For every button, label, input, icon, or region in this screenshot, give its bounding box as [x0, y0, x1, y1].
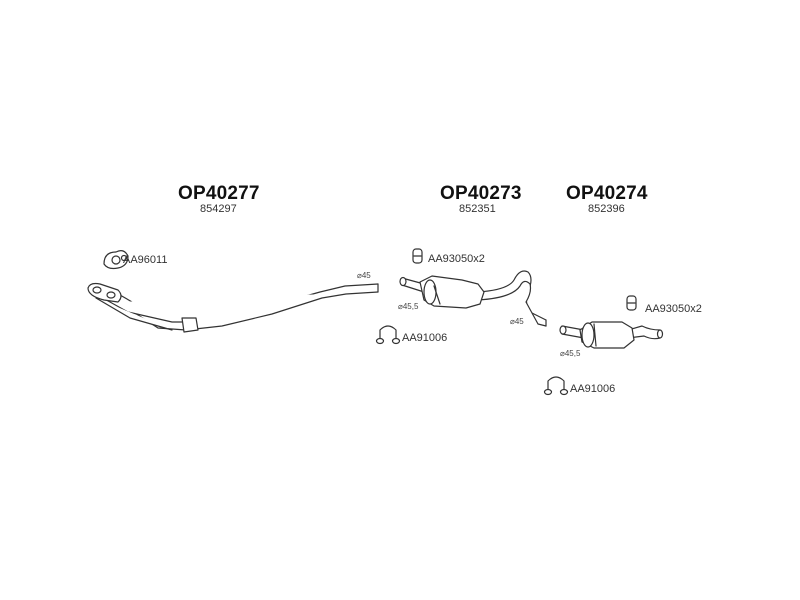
ref-number-854297: 854297	[200, 203, 237, 215]
clamp-label-2: AA91006	[570, 383, 616, 395]
part-number-op40277: OP40277	[178, 183, 260, 204]
part-number-op40273: OP40273	[440, 183, 522, 204]
clamp-label-1: AA91006	[402, 332, 448, 344]
diameter-label: ⌀45	[510, 317, 524, 326]
diameter-label: ⌀45,5	[398, 302, 419, 311]
part-number-op40274: OP40274	[566, 183, 648, 204]
mount-label-2: AA93050x2	[645, 303, 702, 315]
rubber-mount-icon	[626, 295, 637, 311]
diameter-label: ⌀45	[357, 271, 371, 280]
diameter-label: ⌀45,5	[560, 349, 581, 358]
rubber-mount-icon	[412, 248, 423, 264]
clamp-icon	[375, 325, 401, 345]
clamp-icon	[543, 376, 569, 396]
mount-label-1: AA93050x2	[428, 253, 485, 265]
rear-silencer	[559, 321, 664, 349]
ref-number-852351: 852351	[459, 203, 496, 215]
middle-silencer	[399, 270, 547, 327]
front-pipe	[87, 282, 379, 333]
gasket-icon	[103, 250, 129, 270]
gasket-label: AA96011	[123, 254, 168, 266]
ref-number-852396: 852396	[588, 203, 625, 215]
